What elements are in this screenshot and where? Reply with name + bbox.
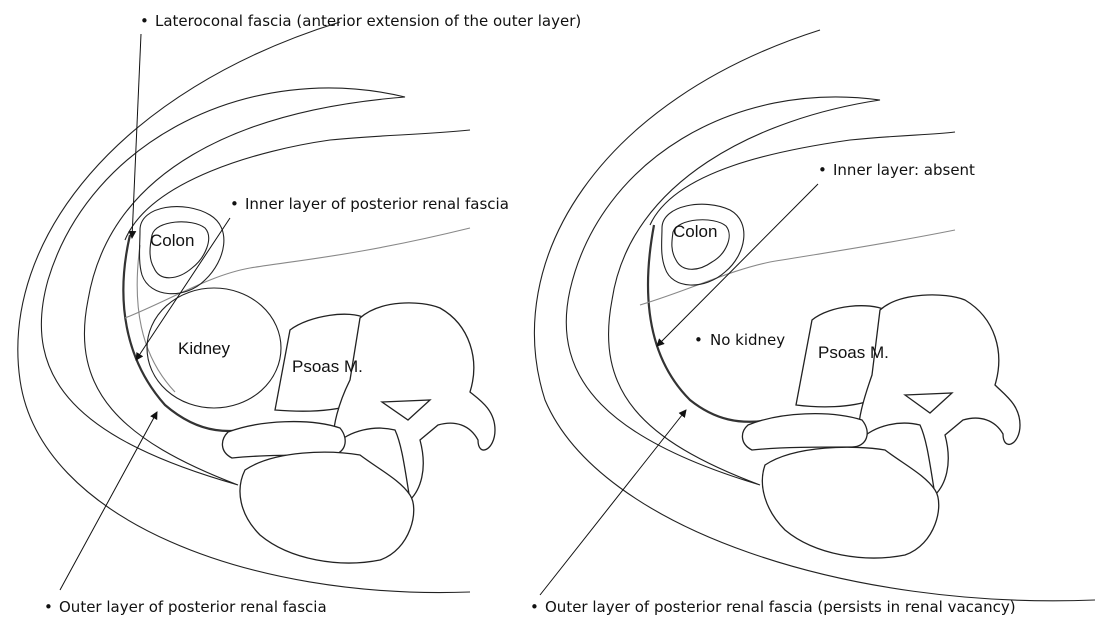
inner-absent-bullet: •	[818, 161, 827, 179]
right-transverse-process	[742, 414, 867, 450]
right-outer-layer-pointer	[540, 410, 686, 595]
right-erector-spinae	[762, 447, 938, 558]
outer-layer-bullet: •	[44, 598, 53, 616]
left-erector-spinae	[240, 452, 414, 563]
no-kidney-bullet: •	[694, 331, 703, 349]
right-inner-layer-label: Inner layer: absent	[833, 161, 975, 179]
lateroconal-bullet: •	[140, 12, 149, 30]
left-outer-layer-label: Outer layer of posterior renal fascia	[59, 598, 327, 616]
left-colon-outer	[140, 207, 224, 294]
right-outer-layer-label: Outer layer of posterior renal fascia (p…	[545, 598, 1016, 616]
right-inner-layer-pointer	[657, 184, 818, 346]
right-anterior-layer	[640, 230, 955, 305]
right-cross-section	[534, 30, 1095, 601]
left-lateroconal-label: Lateroconal fascia (anterior extension o…	[155, 12, 581, 30]
left-inner-layer-label: Inner layer of posterior renal fascia	[245, 195, 509, 213]
right-colon-label: Colon	[673, 222, 717, 241]
right-no-kidney-label: No kidney	[710, 331, 785, 349]
left-kidney-label: Kidney	[178, 339, 230, 358]
left-lateroconal-pointer	[132, 34, 141, 238]
right-psoas-label: Psoas M.	[818, 343, 889, 362]
left-colon-label: Colon	[150, 231, 194, 250]
left-psoas-label: Psoas M.	[292, 357, 363, 376]
inner-layer-bullet: •	[230, 195, 239, 213]
left-outer-layer-pointer	[60, 412, 157, 590]
left-peritoneal-line	[125, 130, 470, 240]
right-outer-bullet: •	[530, 598, 539, 616]
right-outer-fascia-layer	[648, 225, 770, 422]
left-cross-section	[18, 22, 495, 593]
